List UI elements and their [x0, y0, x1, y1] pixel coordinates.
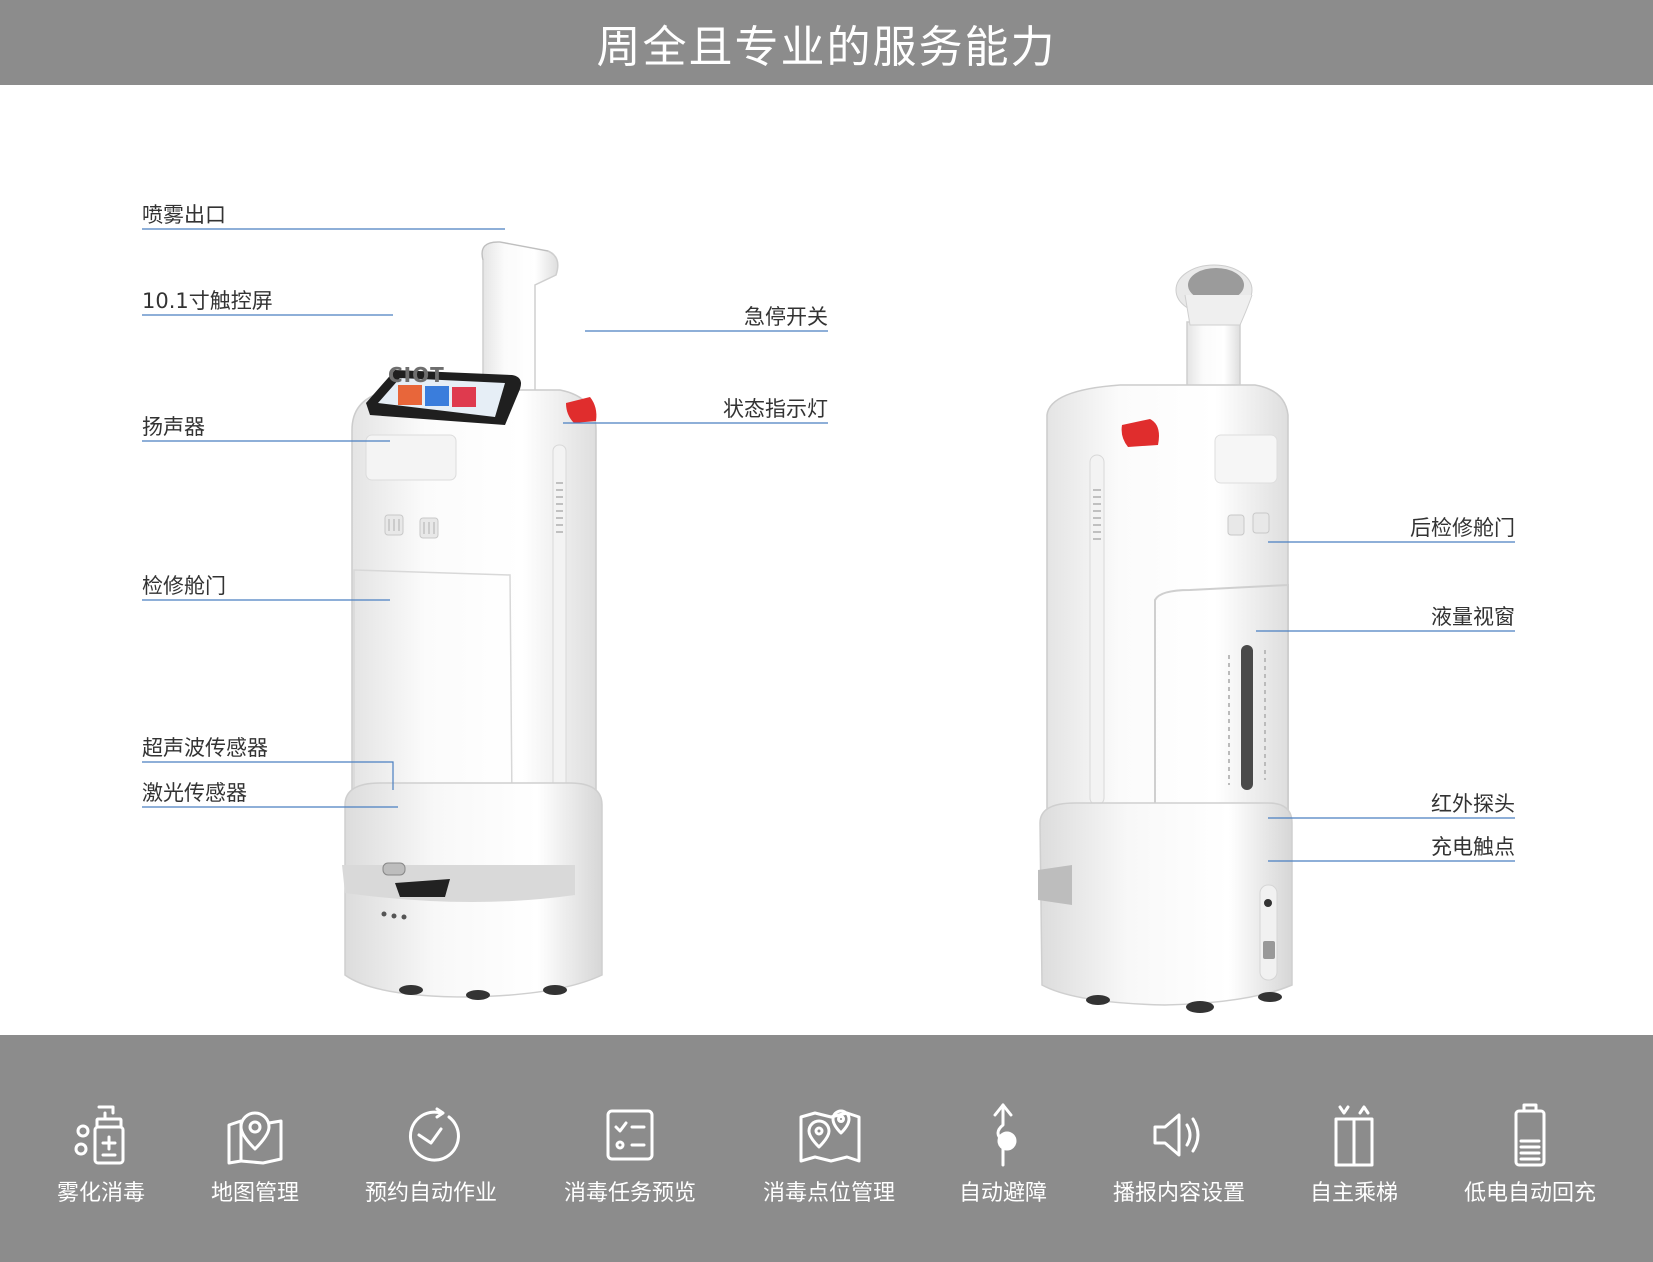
callout-rear-service-door: 后检修舱门: [1410, 516, 1515, 540]
callout-laser-sensor: 激光传感器: [142, 781, 247, 805]
feature-label: 播报内容设置: [1112, 1181, 1245, 1206]
feature-label: 地图管理: [210, 1181, 299, 1206]
callout-speaker: 扬声器: [142, 415, 205, 439]
callout-infrared-probe: 红外探头: [1431, 792, 1515, 816]
battery-icon: [1514, 1103, 1546, 1167]
obstacle-avoid-icon: [993, 1103, 1017, 1167]
feature-atomized-disinfection: 雾化消毒: [11, 1103, 191, 1207]
front-robot: [342, 241, 603, 1000]
feature-auto-recharge: 低电自动回充: [1440, 1103, 1620, 1207]
feature-label: 消毒点位管理: [762, 1181, 895, 1206]
callout-ultrasonic-sensor: 超声波传感器: [142, 736, 268, 760]
spray-bottle-icon: [74, 1105, 125, 1165]
feature-task-preview: 消毒任务预览: [540, 1103, 720, 1207]
product-illustration: [142, 228, 1515, 1013]
callout-service-door: 检修舱门: [142, 574, 226, 598]
feature-label: 自主乘梯: [1309, 1181, 1398, 1206]
feature-bar: 雾化消毒 地图管理 预约自动作业 消毒任务预览 消毒点位管理: [0, 1035, 1653, 1262]
ciot-logo: CIOT: [388, 363, 445, 387]
feature-autonomous-elevator: 自主乘梯: [1264, 1103, 1444, 1207]
leader-lines: [142, 228, 1515, 862]
map-points-icon: [799, 1109, 861, 1163]
checklist-icon: [606, 1109, 654, 1161]
page-title: 周全且专业的服务能力: [596, 21, 1057, 73]
speaker-icon: [1153, 1113, 1200, 1157]
feature-obstacle-avoidance: 自动避障: [913, 1103, 1093, 1207]
feature-broadcast-settings: 播报内容设置: [1089, 1103, 1269, 1207]
feature-label: 自动避障: [958, 1181, 1047, 1206]
callout-touchscreen: 10.1寸触控屏: [142, 289, 273, 313]
callout-spray-outlet: 喷雾出口: [142, 203, 226, 227]
feature-label: 低电自动回充: [1463, 1181, 1596, 1206]
feature-label: 预约自动作业: [364, 1181, 497, 1206]
callout-charging-contacts: 充电触点: [1431, 835, 1515, 859]
callout-status-light: 状态指示灯: [723, 397, 828, 421]
header-bar: 周全且专业的服务能力: [0, 0, 1653, 85]
feature-disinfection-points: 消毒点位管理: [739, 1103, 919, 1207]
feature-label: 消毒任务预览: [563, 1181, 696, 1206]
feature-label: 雾化消毒: [56, 1181, 145, 1206]
clock-icon: [408, 1107, 460, 1162]
feature-map-management: 地图管理: [165, 1103, 345, 1207]
product-stage: CIOT 喷雾出口 10.1寸触控屏 扬声器 检修舱门 超声波传感器 激光传感器…: [0, 85, 1653, 1035]
elevator-icon: [1334, 1105, 1374, 1167]
callout-emergency-stop: 急停开关: [744, 305, 828, 329]
feature-scheduled-operation: 预约自动作业: [341, 1103, 521, 1207]
back-robot: [1038, 264, 1293, 1013]
callout-liquid-level-window: 液量视窗: [1431, 605, 1515, 629]
map-pin-icon: [227, 1111, 283, 1165]
